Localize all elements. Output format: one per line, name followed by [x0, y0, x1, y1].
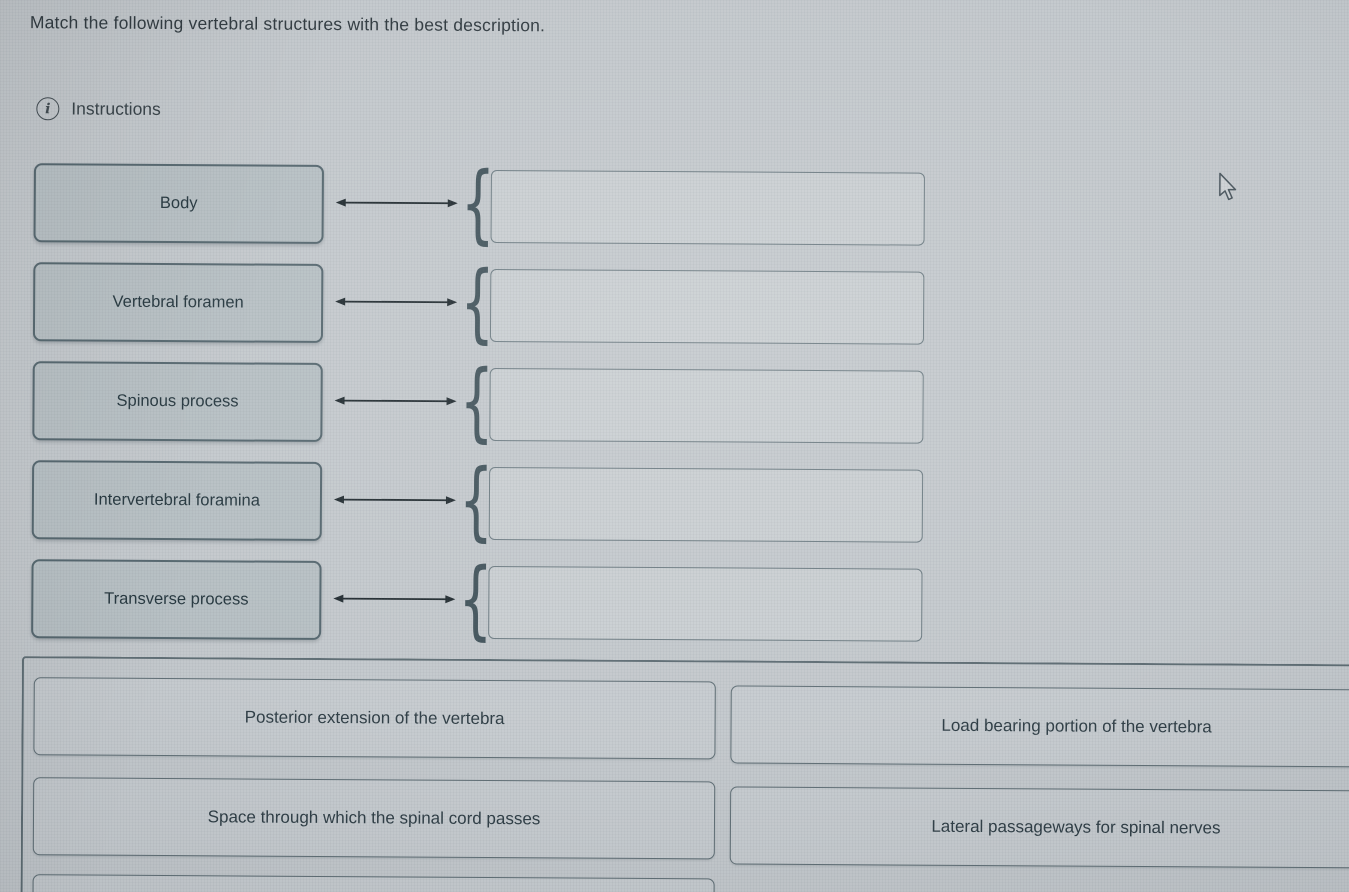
match-row: Spinous process {	[0, 351, 938, 453]
option-lateral-passageways[interactable]: Lateral passageways for spinal nerves	[729, 786, 1349, 869]
term-box-spinous-process[interactable]: Spinous process	[32, 361, 323, 442]
term-box-vertebral-foramen[interactable]: Vertebral foramen	[32, 262, 324, 343]
term-box-transverse-process[interactable]: Transverse process	[31, 559, 322, 640]
term-box-body[interactable]: Body	[33, 163, 324, 244]
brace-decoration: {	[460, 252, 495, 354]
drop-zone-transverse-process[interactable]	[488, 565, 923, 642]
double-arrow-icon	[335, 295, 458, 309]
double-arrow-icon	[333, 493, 456, 507]
option-space-spinal-cord[interactable]: Space through which the spinal cord pass…	[32, 777, 716, 860]
double-arrow-icon	[333, 592, 456, 606]
drop-zone-spinous-process[interactable]	[489, 367, 924, 444]
page-title: Match the following vertebral structures…	[29, 12, 546, 36]
option-posterior-extension[interactable]: Posterior extension of the vertebra	[33, 677, 716, 760]
drop-zone-intervertebral-foramina[interactable]	[488, 466, 924, 543]
brace-decoration: {	[459, 351, 495, 453]
option-partial-bottom[interactable]	[32, 874, 715, 892]
drop-zone-body[interactable]	[490, 170, 925, 246]
drop-zone-vertebral-foramen[interactable]	[489, 269, 925, 345]
brace-decoration: {	[458, 549, 493, 651]
match-row: Body {	[0, 153, 939, 255]
term-box-intervertebral-foramina[interactable]: Intervertebral foramina	[31, 460, 323, 541]
option-load-bearing[interactable]: Load bearing portion of the vertebra	[730, 685, 1349, 768]
match-row: Intervertebral foramina {	[0, 450, 937, 552]
match-row: Vertebral foramen {	[0, 252, 938, 354]
double-arrow-icon	[335, 196, 458, 210]
info-icon: i	[36, 97, 60, 121]
mouse-cursor-icon	[1218, 172, 1240, 207]
instructions-link[interactable]: i Instructions	[36, 97, 161, 121]
instructions-label: Instructions	[71, 98, 161, 119]
brace-decoration: {	[458, 450, 494, 552]
match-row: Transverse process {	[0, 549, 937, 651]
double-arrow-icon	[334, 394, 457, 408]
brace-decoration: {	[460, 153, 496, 255]
